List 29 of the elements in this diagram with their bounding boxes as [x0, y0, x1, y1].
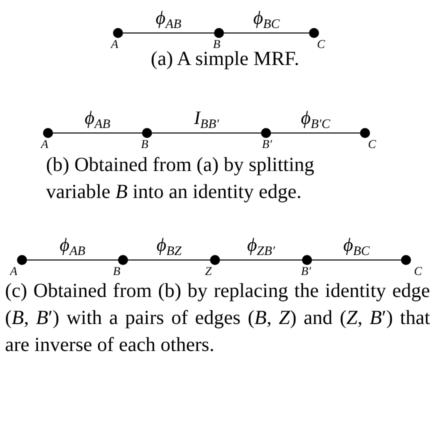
edge-line	[152, 132, 262, 134]
edge-label: ϕ$_{BC}$	[343, 235, 370, 260]
edge-label: ϕ$_{AB}$	[156, 8, 182, 33]
figure-caption: (c) Obtained from (b) by replacing the identity edge (B, B′) with a pairs of edges (B, Z) and (Z, B′) that are inverse of each others.	[5, 279, 430, 358]
edge-label: I$_{BB′}$	[194, 108, 220, 133]
node-label: B	[141, 138, 148, 151]
edge-label: ϕ$_{AB}$	[60, 235, 86, 260]
node-label: C	[414, 265, 422, 278]
node-label: A	[111, 38, 118, 51]
node-label: B′	[262, 138, 272, 151]
edge-label: ϕ$_{ZB′}$	[247, 235, 275, 260]
figure-caption: (a) A simple MRF.	[150, 48, 300, 72]
edge-line	[52, 132, 142, 134]
node-label: B	[213, 38, 220, 51]
edge-label: ϕ$_{BZ}$	[156, 235, 182, 260]
figure-caption: (b) Obtained from (a) by splitting variable B into an identity edge.	[46, 153, 316, 205]
edge-label: ϕ$_{B′C}$	[300, 108, 330, 133]
edge-line	[270, 132, 360, 134]
node-label: B′	[301, 265, 311, 278]
edge-line	[224, 32, 310, 34]
node-label: A	[10, 265, 18, 278]
node-label: Z	[205, 265, 212, 278]
edge-label: ϕ$_{BC}$	[253, 8, 280, 33]
edge-label: ϕ$_{AB}$	[84, 108, 110, 133]
node-label: C	[317, 38, 326, 51]
node-label: C	[368, 138, 376, 151]
node-label: B	[113, 265, 120, 278]
edge-line	[122, 32, 214, 34]
node-label: A	[41, 138, 48, 151]
